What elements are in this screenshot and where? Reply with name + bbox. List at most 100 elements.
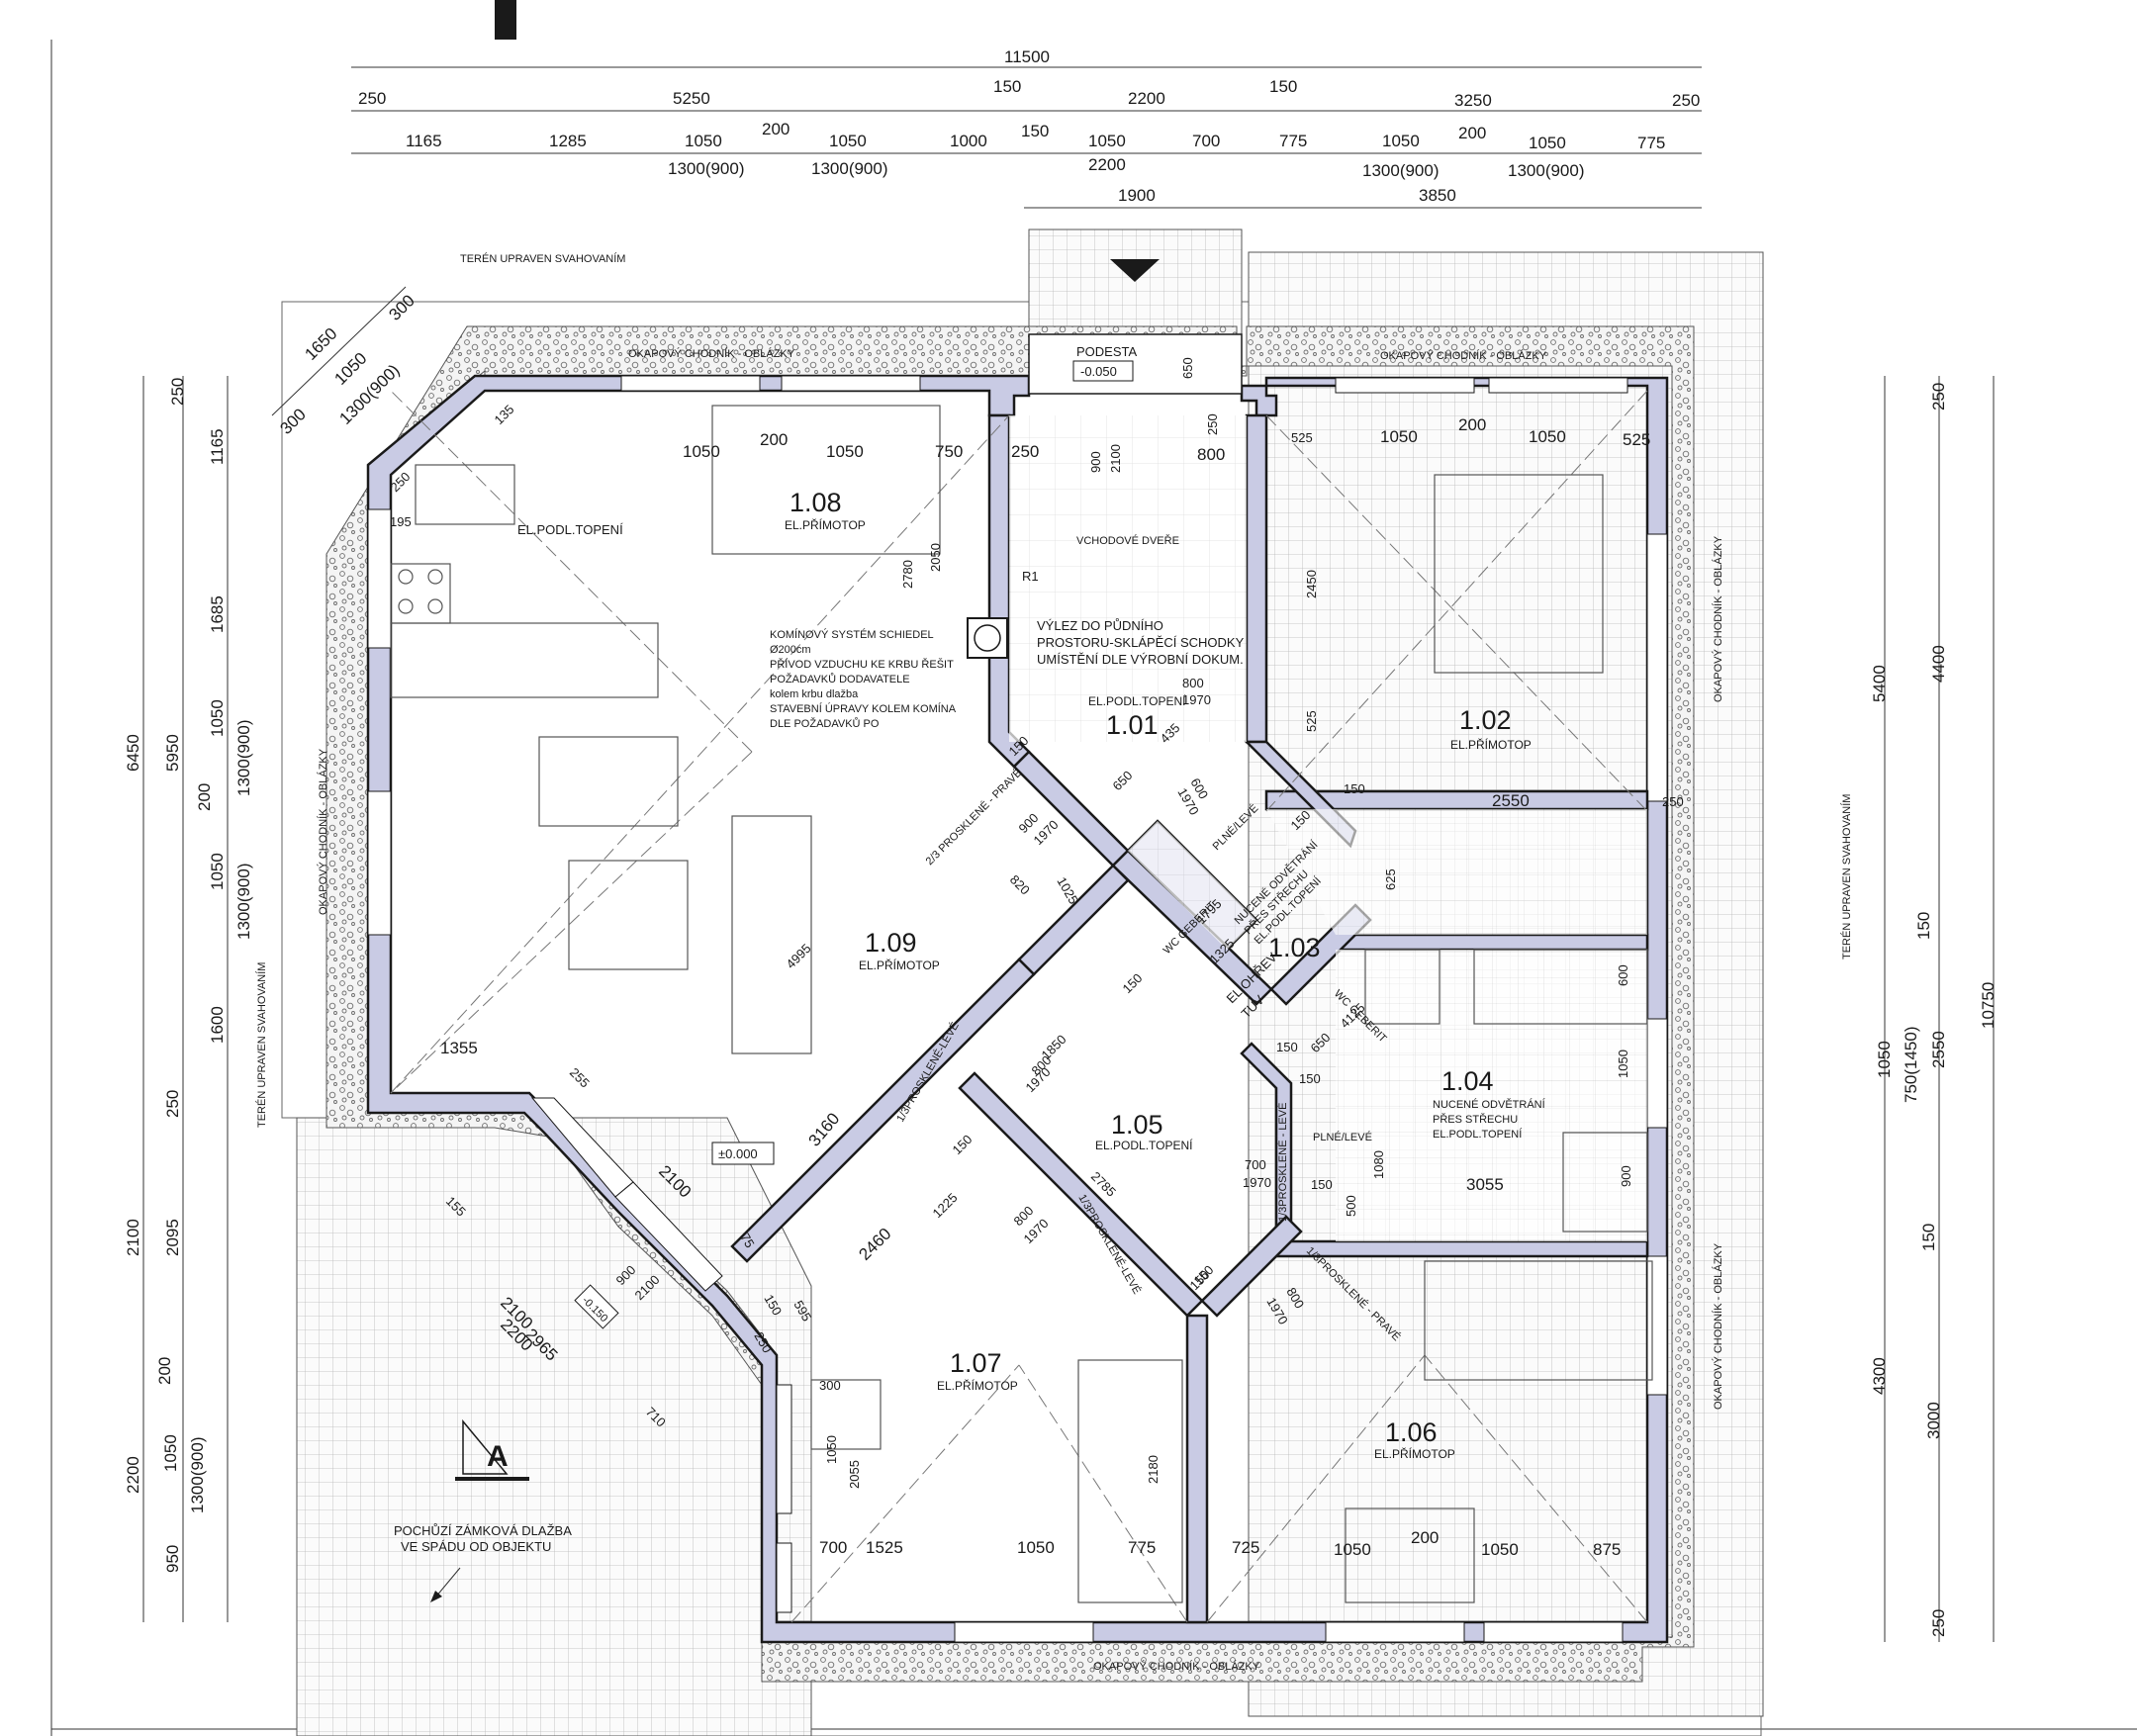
right-dimensions: 10750 5400 4300 250 4400 150 1050 2550 1… [1870,383,1998,1637]
dim-inner: 2050 [928,543,943,572]
coffee-table [568,860,689,970]
dim-top: 1900 [1118,186,1156,205]
label-r1: R1 [1022,569,1039,584]
floor-tiles [1009,415,1647,1241]
dim-left-sub: 1300(900) [188,1436,207,1513]
section-mark-label: A [487,1440,509,1473]
dim-top: 1050 [829,132,867,150]
dim-inner: 250 [1205,413,1220,435]
room-number: 1.08 [790,488,842,517]
dim-top-sub: 1300(900) [811,159,888,178]
room-subtitle: EL.PODL.TOPENÍ [1095,1138,1193,1152]
dim-top: 250 [358,89,386,108]
dim-left: 1685 [208,595,227,633]
bed-107 [1077,1359,1183,1603]
dim-top: 775 [1637,134,1665,152]
dim-inner: 1050 [1481,1540,1519,1559]
note-line: STAVEBNÍ ÚPRAVY KOLEM KOMÍNA [770,702,957,715]
slope-arrowhead-icon [430,1591,442,1602]
dim-top: 1285 [549,132,587,150]
dim-left: 1600 [208,1006,227,1044]
dim-inner: 1050 [683,442,720,461]
dim-top-sub: 1300(900) [1362,161,1440,180]
label-teren-right: TERÉN UPRAVEN SVAHOVANÍM [1840,794,1853,959]
dim-inner: 700 [819,1538,847,1557]
dim-left: 1050 [208,699,227,737]
dim-inner: 250 [1011,442,1039,461]
note-line: PŘES STŘECHU [1433,1113,1518,1126]
dim-overall-width: 11500 [1004,47,1050,66]
entrance-labels: PODESTA -0.050 VCHODOVÉ DVEŘE R1 VÝLEZ D… [1022,344,1245,667]
label-vylez-2: PROSTORU-SKLÁPĚCÍ SCHODKY [1037,635,1245,650]
room-subtitle: EL.PŘÍMOTOP [1374,1446,1455,1461]
note-line: Ø200cm [770,644,811,656]
dim-inner: 820 [1007,872,1033,898]
label-door: 1/3PROSKLENÉ - LEVÉ [1276,1103,1289,1222]
dim-left: 250 [168,378,187,406]
dim-top: 1050 [1382,132,1420,150]
dim-top: 2200 [1128,89,1165,108]
dim-diag: 300 [276,405,309,437]
room-subtitle: EL.PŘÍMOTOP [859,958,940,972]
label-teren-left: TERÉN UPRAVEN SVAHOVANÍM [255,962,268,1128]
dim-right: 10750 [1979,982,1998,1029]
dim-inner: 200 [760,430,788,449]
dim-inner: 250 [1662,794,1684,809]
room-number: 1.09 [865,928,917,958]
note-line: PŘÍVOD VZDUCHU KE KRBU ŘEŠIT [770,658,954,671]
dim-inner: 2055 [847,1460,862,1489]
slope-arrow-icon [434,1567,461,1599]
furniture [390,405,1653,1603]
level-marks: ±0.000 -0.150 POCHŮZÍ ZÁMKOVÁ DLAŽBA VE … [394,1142,775,1602]
dim-inner: 775 [1128,1538,1156,1557]
dim-inner: 150 [950,1132,976,1157]
label-chodnik-bottom: OKAPOVÝ CHODNÍK - OBLÁZKY [1093,1660,1260,1673]
dim-right-sub: 750(1450) [1902,1026,1920,1103]
dim-inner: 200 [1458,415,1486,434]
dim-right: 1050 [1875,1041,1894,1078]
dim-right: 3000 [1924,1402,1943,1439]
kitchen-sink [415,464,515,525]
dim-inner: 1970 [1182,692,1211,707]
left-dimensions: 6450 2100 2200 5950 2095 950 250 1165 16… [124,378,253,1573]
dim-inner: 900 [1619,1165,1633,1187]
desk-106 [1345,1508,1475,1603]
dim-left: 950 [163,1545,182,1573]
dim-top: 200 [762,120,790,138]
dim-inner: 750 [935,442,963,461]
dim-inner: 300 [819,1378,841,1393]
kitchen-island [390,622,659,698]
terrain-labels: TERÉN UPRAVEN SVAHOVANÍM TERÉN UPRAVEN S… [255,252,1853,1673]
dim-inner: 1050 [826,442,864,461]
label-plne-leve: PLNÉ/LEVÉ [1313,1131,1372,1143]
dim-left: 2100 [124,1219,142,1256]
dim-inner: 625 [1383,868,1398,890]
dim-inner: 150 [1311,1177,1333,1192]
dim-top: 200 [1458,124,1486,142]
dim-top-sub: 1300(900) [1508,161,1585,180]
label-el-podl-topeni-108: EL.PODL.TOPENÍ [517,522,623,537]
note-line: DLE POŽADAVKŮ PO [770,717,880,730]
dim-left-sub: 1300(900) [234,863,253,940]
dim-inner: 800 [1197,445,1225,464]
dim-left: 2095 [163,1219,182,1256]
dim-inner: 2100 [1108,444,1123,473]
dim-left: 5950 [163,734,182,772]
label-vchodove-dvere: VCHODOVÉ DVEŘE [1076,534,1179,547]
dim-inner: 2460 [855,1225,894,1264]
roof-lines [390,390,1648,1623]
note-line: EL.PODL.TOPENÍ [1433,1128,1523,1141]
dim-inner: 1050 [824,1435,839,1464]
label-level-000: ±0.000 [718,1146,758,1161]
dim-inner: 1050 [1334,1540,1371,1559]
dim-inner: 1050 [1380,427,1418,446]
room-number: 1.07 [950,1348,1002,1378]
room-subtitle: EL.PŘÍMOTOP [1450,737,1532,752]
dim-inner: 1050 [1616,1050,1630,1078]
label-pochozi-2: VE SPÁDU OD OBJEKTU [401,1539,551,1554]
double-bed-102 [1434,474,1604,674]
dim-inner: 525 [1623,430,1650,449]
label-chodnik-top-left: OKAPOVÝ CHODNÍK - OBLÁZKY [628,347,795,360]
dim-inner: 4995 [784,941,814,971]
dim-inner: 900 [1088,451,1103,473]
